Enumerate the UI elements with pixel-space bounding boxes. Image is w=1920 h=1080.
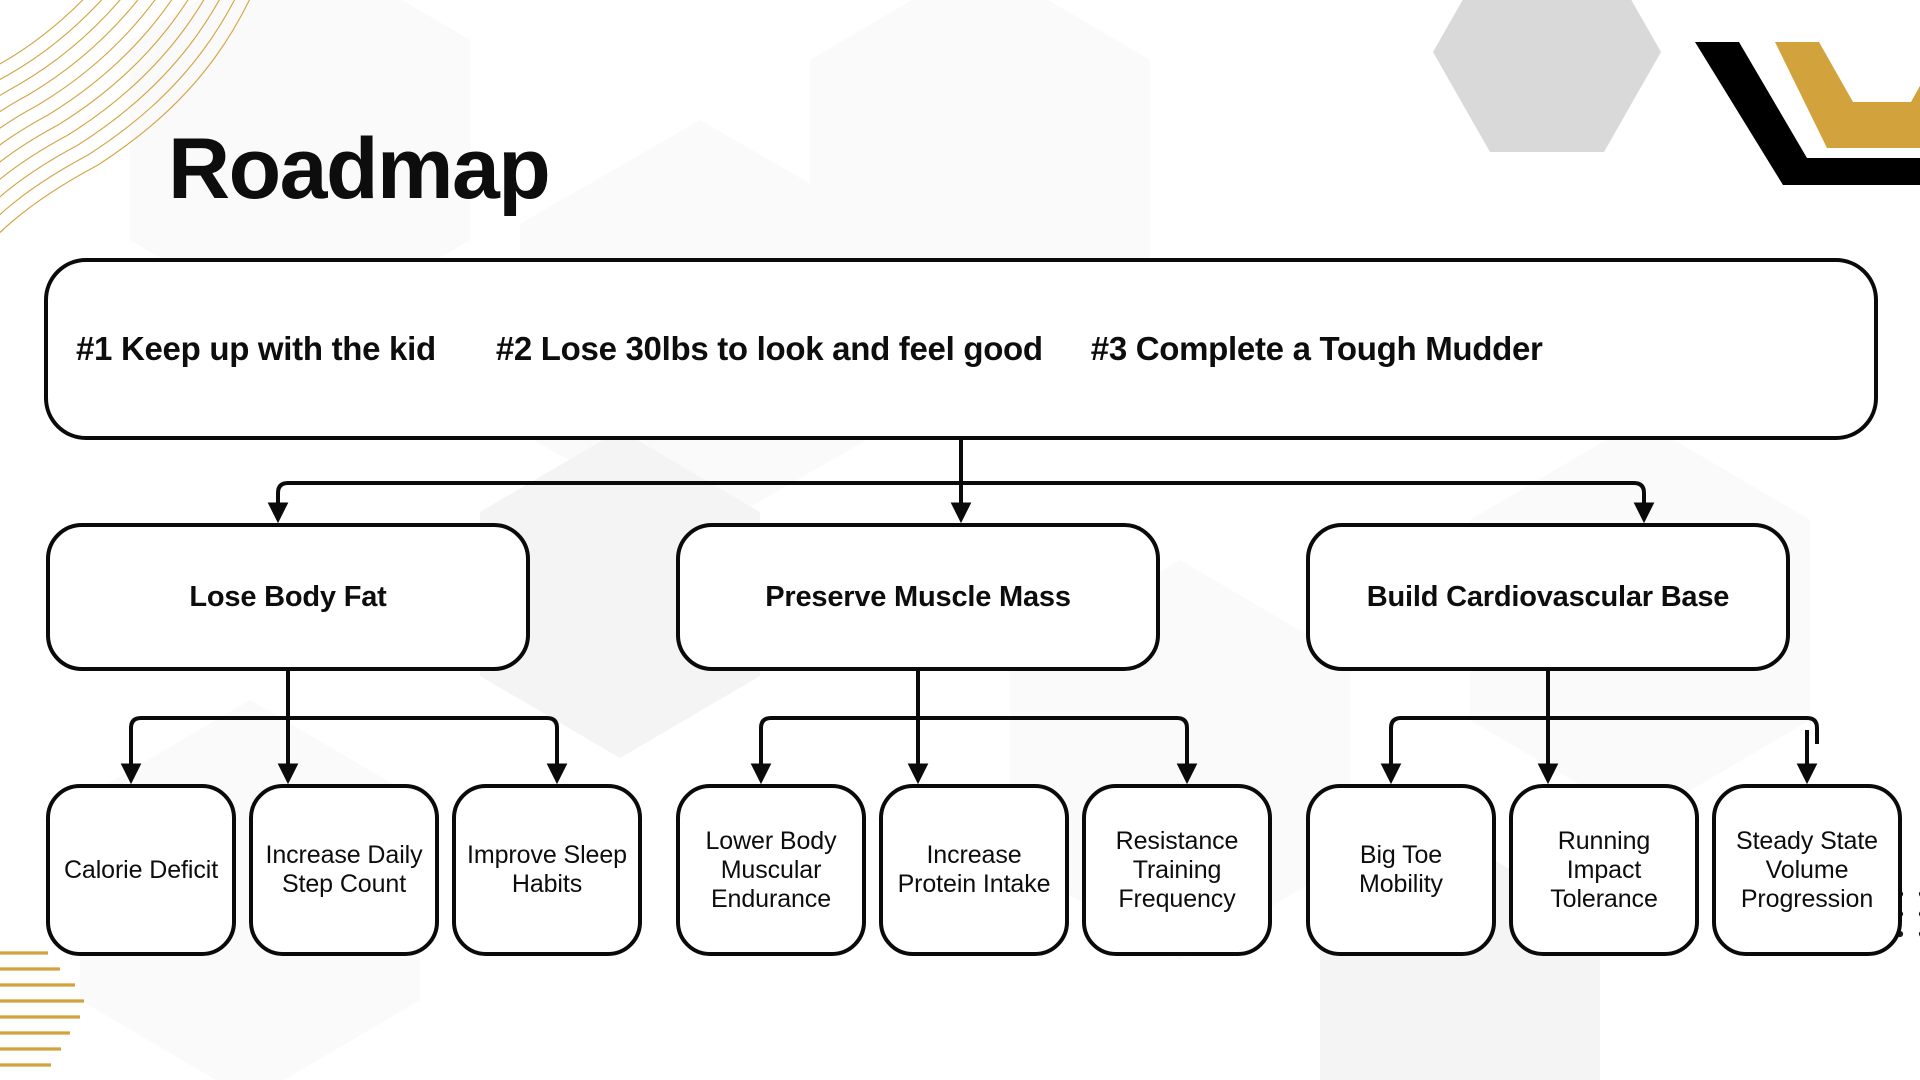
leaf-label: Resistance Training Frequency: [1115, 826, 1239, 913]
leaf-label: Increase Protein Intake: [897, 841, 1051, 898]
leaf-label: Big Toe Mobility: [1359, 841, 1443, 898]
pillar-build-cardiovascular-base[interactable]: Build Cardiovascular Base: [1306, 523, 1790, 671]
leaf-big-toe-mobility[interactable]: Big Toe Mobility: [1306, 784, 1496, 956]
goal-item-1: #1 Keep up with the kid: [76, 330, 436, 367]
leaf-label: Improve Sleep Habits: [467, 841, 627, 898]
leaf-lower-body-muscular-endurance[interactable]: Lower Body Muscular Endurance: [676, 784, 866, 956]
leaf-running-impact-tolerance[interactable]: Running Impact Tolerance: [1509, 784, 1699, 956]
leaf-resistance-training-frequency[interactable]: Resistance Training Frequency: [1082, 784, 1272, 956]
leaf-label: Steady State Volume Progression: [1736, 826, 1878, 913]
leaf-label: Calorie Deficit: [63, 855, 219, 884]
leaf-label: Lower Body Muscular Endurance: [705, 826, 837, 913]
leaf-steady-state-volume-progression[interactable]: Steady State Volume Progression: [1712, 784, 1902, 956]
leaf-label: Increase Daily Step Count: [265, 841, 423, 898]
leaf-increase-protein-intake[interactable]: Increase Protein Intake: [879, 784, 1069, 956]
goals-banner[interactable]: #1 Keep up with the kid #2 Lose 30lbs to…: [44, 258, 1878, 440]
goal-item-2: #2 Lose 30lbs to look and feel good: [495, 330, 1043, 367]
pillar-lose-body-fat[interactable]: Lose Body Fat: [46, 523, 530, 671]
leaf-increase-daily-step-count[interactable]: Increase Daily Step Count: [249, 784, 439, 956]
pillar-preserve-muscle-mass[interactable]: Preserve Muscle Mass: [676, 523, 1160, 671]
goal-item-3: #3 Complete a Tough Mudder: [1090, 330, 1543, 367]
leaf-improve-sleep-habits[interactable]: Improve Sleep Habits: [452, 784, 642, 956]
leaf-label: Running Impact Tolerance: [1550, 826, 1658, 913]
leaf-calorie-deficit[interactable]: Calorie Deficit: [46, 784, 236, 956]
goals-row: #1 Keep up with the kid #2 Lose 30lbs to…: [62, 330, 1860, 368]
